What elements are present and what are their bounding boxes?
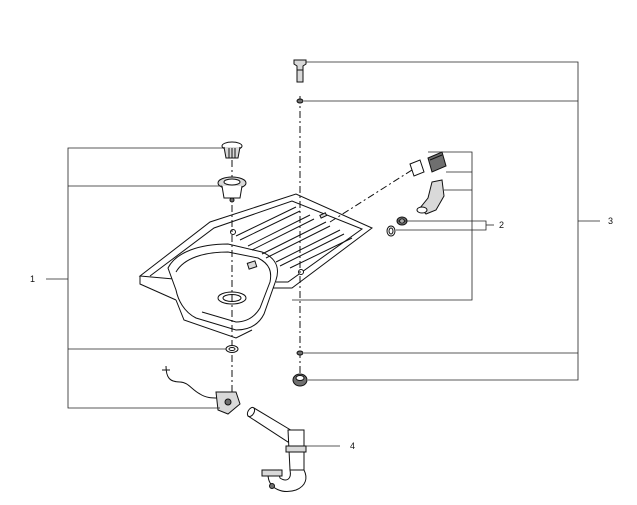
callout-3: 3 <box>608 216 613 226</box>
siphon-part <box>246 406 307 492</box>
leader-lines <box>46 61 600 447</box>
drain-seal-part <box>225 345 239 353</box>
callout-2: 2 <box>499 220 504 230</box>
callout-1: 1 <box>30 274 35 284</box>
callout-4: 4 <box>350 441 355 451</box>
tap-washer-part <box>296 98 304 104</box>
tap-body-part <box>293 59 307 83</box>
overflow-cable-part <box>162 365 241 415</box>
tap-nut-washer-part <box>296 350 304 356</box>
overflow-pipe-part <box>416 179 445 215</box>
o-ring-part <box>386 225 396 237</box>
tap-nut-part <box>292 373 308 387</box>
overflow-cover-part <box>409 151 447 177</box>
strainer-waste-part <box>217 176 247 203</box>
basket-strainer-part <box>221 141 243 159</box>
sink-with-drainboard <box>138 193 373 339</box>
